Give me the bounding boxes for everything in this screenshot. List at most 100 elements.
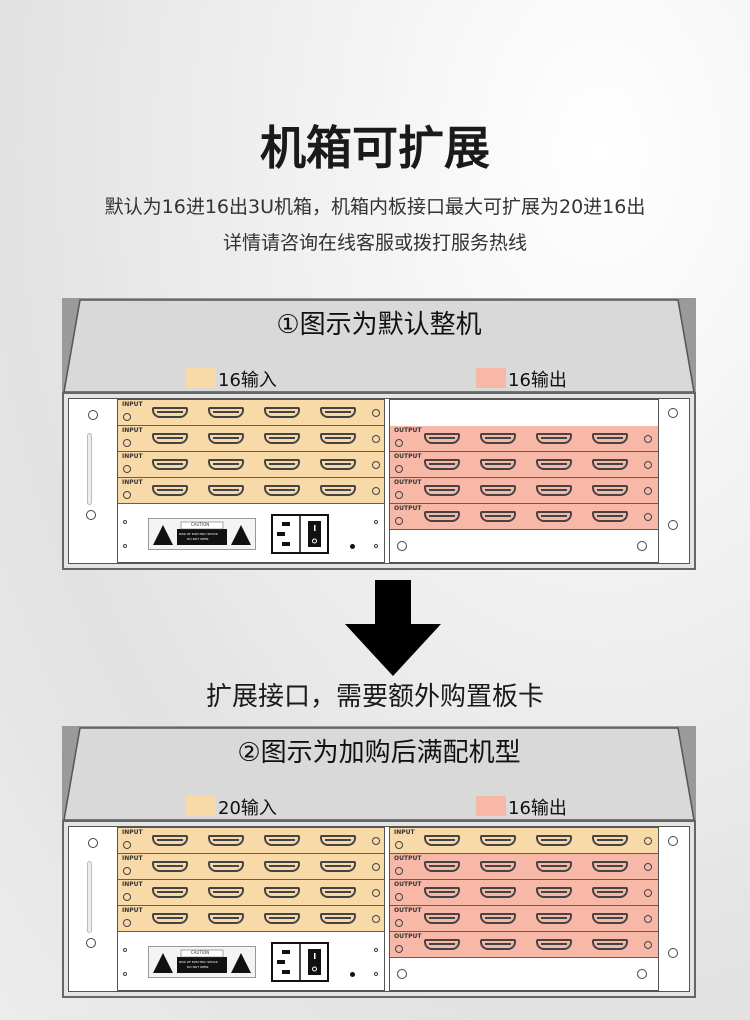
output-card: OUTPUT xyxy=(390,478,658,504)
card-label: OUTPUT xyxy=(394,453,422,460)
screw-icon xyxy=(123,948,127,952)
hdmi-port-icon xyxy=(424,887,460,898)
hdmi-port-icon xyxy=(480,459,516,470)
card-label: INPUT xyxy=(122,401,143,408)
screw-icon xyxy=(644,435,652,443)
input-card: INPUT xyxy=(118,906,384,932)
hdmi-port-icon xyxy=(424,485,460,496)
power-socket-icon xyxy=(277,516,321,552)
screw-icon xyxy=(123,972,127,976)
card-label: OUTPUT xyxy=(394,933,422,940)
card-label: OUTPUT xyxy=(394,881,422,888)
screw-icon xyxy=(372,915,380,923)
hdmi-port-icon xyxy=(208,913,244,924)
hdmi-port-icon xyxy=(424,861,460,872)
hdmi-port-icon xyxy=(320,459,356,470)
screw-icon xyxy=(397,969,407,979)
screw-icon xyxy=(374,520,378,524)
hdmi-port-icon xyxy=(592,433,628,444)
led-icon xyxy=(395,841,403,849)
hdmi-port-icon xyxy=(208,835,244,846)
hdmi-port-icon xyxy=(264,861,300,872)
screw-icon xyxy=(644,889,652,897)
screw-icon xyxy=(372,409,380,417)
hdmi-port-icon xyxy=(536,459,572,470)
hdmi-port-icon xyxy=(152,485,188,496)
hdmi-port-icon xyxy=(536,835,572,846)
hdmi-port-icon xyxy=(264,407,300,418)
output-legend-label: 16输出 xyxy=(508,370,567,391)
chassis-top-cover xyxy=(62,726,696,822)
warning-icon xyxy=(153,521,251,545)
card-label: INPUT xyxy=(122,427,143,434)
ground-screw-icon xyxy=(350,544,355,549)
hdmi-port-icon xyxy=(320,861,356,872)
screw-icon xyxy=(668,948,678,958)
hdmi-port-icon xyxy=(208,407,244,418)
card-label: INPUT xyxy=(122,855,143,862)
hdmi-port-icon xyxy=(480,913,516,924)
screw-icon xyxy=(637,969,647,979)
screw-icon xyxy=(374,948,378,952)
subtitle-line-2: 详情请咨询在线客服或拨打服务热线 xyxy=(222,232,527,254)
card-label: OUTPUT xyxy=(394,855,422,862)
screw-icon xyxy=(644,915,652,923)
led-icon xyxy=(395,945,403,953)
hdmi-port-icon xyxy=(208,887,244,898)
output-legend-label: 16输出 xyxy=(508,798,567,819)
caution-line2: DO NOT OPEN xyxy=(187,965,209,969)
screw-icon xyxy=(374,972,378,976)
screw-icon xyxy=(123,544,127,548)
screw-icon xyxy=(372,487,380,495)
hdmi-port-icon xyxy=(592,485,628,496)
input-card: INPUT xyxy=(118,426,384,452)
screw-icon xyxy=(123,520,127,524)
caution-title: CAUTION xyxy=(191,950,210,955)
screw-icon xyxy=(644,461,652,469)
input-legend-label: 20输入 xyxy=(218,798,277,819)
output-legend-swatch xyxy=(476,368,506,388)
output-card: OUTPUT xyxy=(390,854,658,880)
hdmi-port-icon xyxy=(592,835,628,846)
card-label: OUTPUT xyxy=(394,505,422,512)
power-socket-icon xyxy=(277,944,321,980)
hdmi-port-icon xyxy=(264,485,300,496)
hdmi-port-icon xyxy=(536,913,572,924)
caution-line1: RISK OF ELECTRIC SHOCK xyxy=(179,532,218,536)
hdmi-port-icon xyxy=(536,861,572,872)
input-card: INPUT xyxy=(390,828,658,854)
screw-icon xyxy=(637,541,647,551)
hdmi-port-icon xyxy=(152,913,188,924)
hdmi-port-icon xyxy=(152,835,188,846)
hdmi-port-icon xyxy=(536,433,572,444)
hdmi-port-icon xyxy=(320,913,356,924)
handle xyxy=(87,433,92,505)
hdmi-port-icon xyxy=(424,939,460,950)
screw-icon xyxy=(644,487,652,495)
hdmi-port-icon xyxy=(536,485,572,496)
hdmi-port-icon xyxy=(480,835,516,846)
led-icon xyxy=(123,919,131,927)
output-card: OUTPUT xyxy=(390,906,658,932)
caution-line2: DO NOT OPEN xyxy=(187,537,209,541)
hdmi-port-icon xyxy=(592,939,628,950)
input-legend-label: 16输入 xyxy=(218,370,277,391)
warning-icon xyxy=(153,949,251,973)
down-arrow-icon xyxy=(345,580,441,676)
hdmi-port-icon xyxy=(152,887,188,898)
screw-icon xyxy=(372,837,380,845)
screw-icon xyxy=(397,541,407,551)
screw-icon xyxy=(372,435,380,443)
caution-line1: RISK OF ELECTRIC SHOCK xyxy=(179,960,218,964)
output-legend-swatch xyxy=(476,796,506,816)
card-label: INPUT xyxy=(122,881,143,888)
screw-icon xyxy=(372,461,380,469)
screw-icon xyxy=(88,410,98,420)
hdmi-port-icon xyxy=(264,433,300,444)
hdmi-port-icon xyxy=(424,459,460,470)
input-card: INPUT xyxy=(118,478,384,504)
